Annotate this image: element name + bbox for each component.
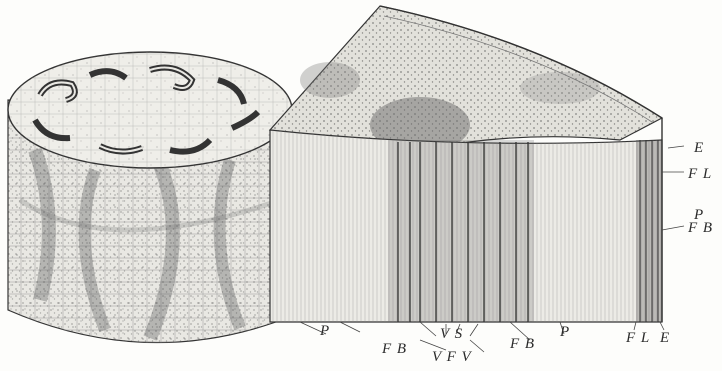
label-right-e: E (694, 141, 704, 156)
label-right-fl: F L (688, 167, 712, 182)
cylinder-stem-section (8, 52, 292, 343)
label-right-fb: F B (688, 221, 713, 236)
label-bottom-fb-left: F B (382, 342, 407, 357)
label-bottom-fb-right: F B (510, 337, 535, 352)
label-bottom-p-left: P (320, 324, 330, 339)
label-bottom-e: E (660, 331, 670, 346)
label-bottom-fl: F L (626, 331, 650, 346)
label-bottom-vs: V S (440, 327, 463, 342)
label-bottom-vfv: V F V (432, 350, 472, 365)
wedge-section (270, 6, 662, 322)
label-bottom-p-right: P (560, 325, 570, 340)
